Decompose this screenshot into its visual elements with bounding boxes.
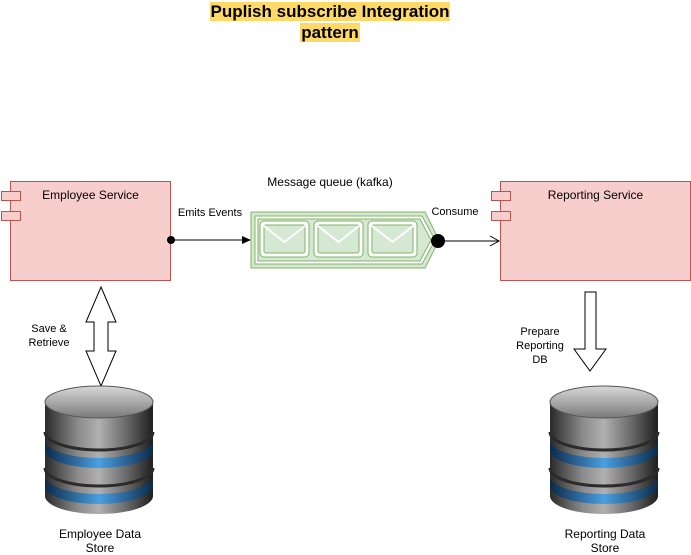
employee-database-icon[interactable] <box>43 385 155 514</box>
envelope-icon <box>367 220 418 258</box>
employee-service-label: Employee Service <box>42 188 139 202</box>
reporting-service-component[interactable]: Reporting Service <box>491 181 691 281</box>
reporting-store-line-2: Store <box>590 541 620 555</box>
message-queue-label: Message queue (kafka) <box>267 175 393 189</box>
reporting-database-icon[interactable] <box>548 385 660 514</box>
prepare-reporting-label: Prepare Reporting DB <box>505 325 575 367</box>
employee-service-component[interactable]: Employee Service <box>1 181 171 281</box>
save-retrieve-line-2: Retrieve <box>28 337 70 349</box>
save-retrieve-line-1: Save & <box>31 323 67 335</box>
message-queue-icon[interactable] <box>250 211 440 269</box>
save-retrieve-label: Save & Retrieve <box>16 322 82 350</box>
consume-edge[interactable] <box>431 234 501 248</box>
component-port-icon <box>491 211 511 221</box>
reporting-store-line-1: Reporting Data <box>564 527 646 541</box>
emits-events-edge[interactable] <box>167 236 251 244</box>
diagram-title: Puplish subscribe Integration pattern <box>170 1 490 43</box>
employee-data-store-label: Employee Data Store <box>50 527 150 555</box>
title-line-1: Puplish subscribe Integration <box>209 2 451 21</box>
employee-store-line-1: Employee Data <box>58 527 142 541</box>
component-port-icon <box>1 191 21 201</box>
employee-store-line-2: Store <box>85 541 115 555</box>
save-retrieve-double-arrow[interactable] <box>85 285 117 388</box>
prepare-reporting-arrow[interactable] <box>573 291 607 372</box>
consume-label: Consume <box>431 206 479 218</box>
component-port-icon <box>491 191 511 201</box>
envelope-icon <box>313 220 364 258</box>
prepare-line-2: Reporting <box>516 340 564 352</box>
envelope-icon <box>259 220 310 258</box>
prepare-line-3: DB <box>532 354 548 366</box>
reporting-data-store-label: Reporting Data Store <box>550 527 660 555</box>
component-port-icon <box>1 211 21 221</box>
title-line-2: pattern <box>300 23 360 42</box>
emits-events-label: Emits Events <box>177 207 243 219</box>
prepare-line-1: Prepare <box>520 326 560 338</box>
reporting-service-label: Reporting Service <box>547 188 644 202</box>
